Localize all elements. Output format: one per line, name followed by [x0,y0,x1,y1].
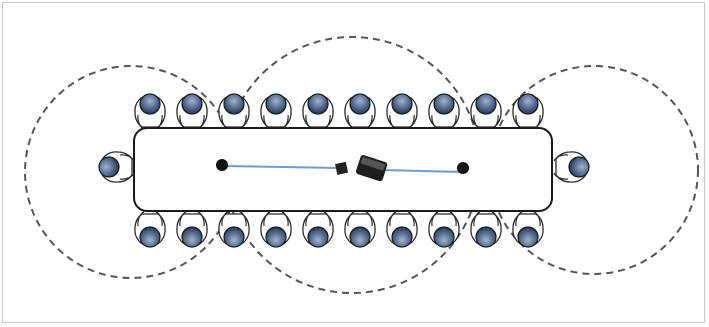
person-icon [512,93,544,130]
person-icon [428,93,460,130]
junction-box-icon [335,161,349,175]
person-icon [512,211,544,248]
person-icon [470,93,502,130]
person-icon [344,211,376,248]
person-icon [176,211,208,248]
cable-left [221,165,341,169]
person-icon [218,93,250,130]
hub-icon [355,155,388,182]
person-icon [302,211,334,248]
person-icon [98,151,135,183]
person-icon [553,151,590,183]
person-icon [134,211,166,248]
person-icon [386,93,418,130]
microphone-icon [216,159,228,171]
seats-top-side [134,93,544,130]
mic-cables [221,165,464,173]
seats-bottom-side [134,211,544,248]
cable-right [379,169,464,173]
person-icon [470,211,502,248]
diagram-frame [2,2,705,323]
person-icon [218,211,250,248]
seats-table-ends [98,151,590,183]
person-icon [344,93,376,130]
microphone-icon [457,162,469,174]
person-icon [134,93,166,130]
person-icon [260,211,292,248]
person-icon [302,93,334,130]
person-icon [260,93,292,130]
person-icon [176,93,208,130]
person-icon [428,211,460,248]
person-icon [386,211,418,248]
